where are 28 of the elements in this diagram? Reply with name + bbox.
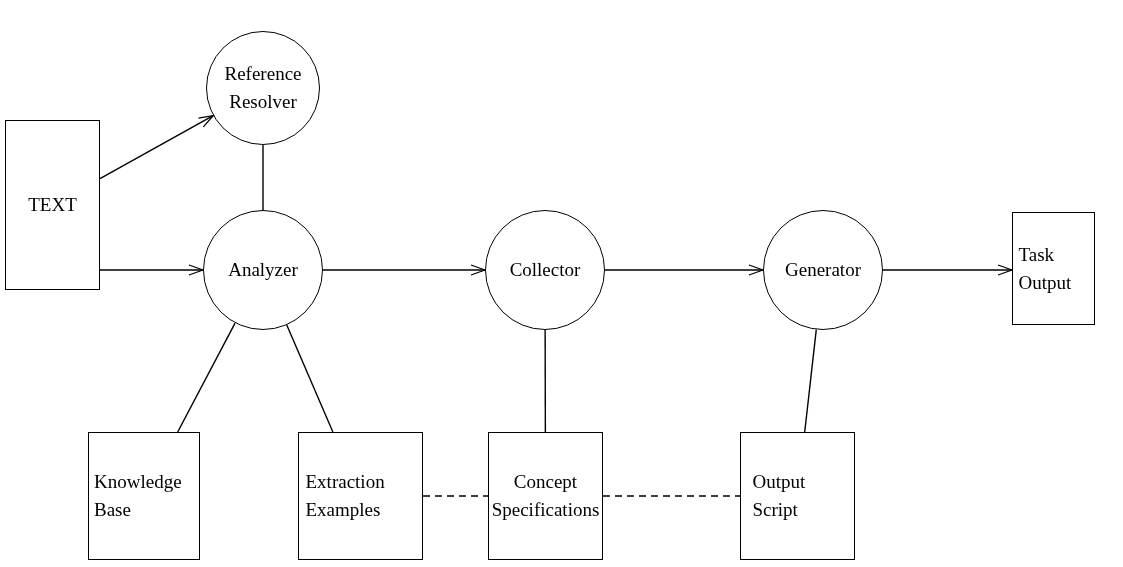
node-label: Analyzer (228, 258, 298, 282)
node-label: Extraction Examples (305, 470, 386, 522)
connector-line (804, 328, 817, 433)
connector-line (544, 329, 547, 433)
connector-line (262, 144, 264, 211)
data-box (5, 120, 100, 290)
data-box (88, 432, 200, 560)
arrow (322, 264, 486, 276)
node-label: Output Script (752, 470, 807, 522)
connector-line (286, 324, 334, 433)
arrow (99, 264, 204, 276)
node-label: TEXT (28, 193, 77, 217)
data-box (298, 432, 423, 560)
data-box (740, 432, 855, 560)
node-label: Knowledge Base (94, 470, 183, 522)
node-label: Collector (509, 258, 581, 282)
dashed-connector (422, 495, 489, 497)
node-label: Task Output (1018, 242, 1073, 295)
dashed-connector (602, 495, 741, 497)
node-label: Reference Resolver (223, 62, 303, 114)
arrow (99, 115, 214, 180)
data-box (488, 432, 603, 560)
data-box (1012, 212, 1095, 325)
arrow (882, 264, 1013, 276)
connector-line (177, 322, 236, 433)
node-label: Concept Specifications (490, 470, 601, 522)
node-label: Generator (785, 258, 861, 282)
arrow (604, 264, 764, 276)
